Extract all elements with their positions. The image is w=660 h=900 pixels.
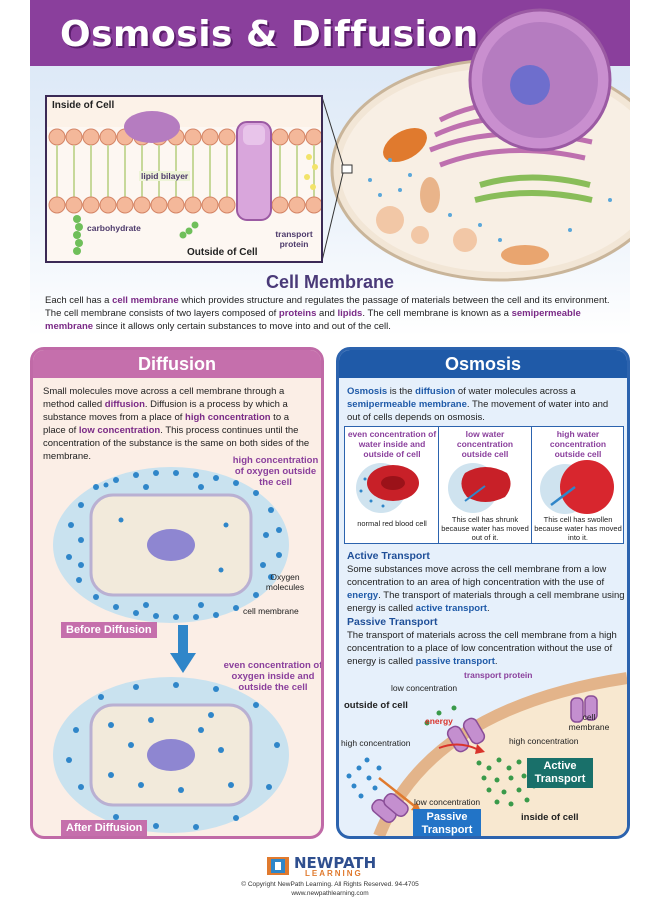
- before-diffusion-cell: [53, 467, 289, 623]
- lipid-bilayer-diagram: [47, 97, 321, 255]
- inside-of-cell-label-2: inside of cell: [521, 812, 579, 823]
- cell-illustration: [330, 8, 630, 282]
- diffusion-heading: Diffusion: [33, 350, 321, 378]
- text-run: to a place of: [43, 412, 290, 436]
- osmosis-cells-table: even concentration of water inside and o…: [344, 426, 624, 544]
- text-run: is the: [387, 386, 416, 397]
- logo-mark-icon: [267, 857, 289, 875]
- outside-of-cell-label: Outside of Cell: [187, 247, 258, 258]
- text-run: Some substances move across the cell mem…: [347, 564, 607, 588]
- before-diffusion-tag: Before Diffusion: [61, 622, 157, 638]
- divider: [438, 427, 439, 543]
- passive-transport-heading: Passive Transport: [347, 616, 438, 628]
- membrane-inset: Inside of Cell lipid bilayer carbohydrat…: [45, 95, 323, 263]
- active-transport-heading: Active Transport: [347, 550, 430, 562]
- text-run: . Diffusion is a process by which a subs…: [43, 399, 288, 423]
- high-oxygen-label: high concentration of oxygen outside the…: [232, 455, 319, 488]
- term-high-concentration: high concentration: [185, 412, 271, 423]
- outside-of-cell-label-2: outside of cell: [344, 700, 408, 711]
- text-run: .: [494, 656, 498, 667]
- col3-caption: This cell has swollen because water has …: [534, 515, 622, 542]
- term-diffusion: diffusion: [415, 386, 456, 397]
- after-diffusion-tag: After Diffusion: [61, 820, 148, 836]
- low-concentration-label-1: low concentration: [391, 683, 458, 693]
- text-run: The cell membrane consists of two layers…: [45, 308, 279, 319]
- col2-heading: low water concentration outside cell: [456, 429, 514, 459]
- text-run: which provides structure and regulates t…: [178, 295, 610, 306]
- term-diffusion: diffusion: [104, 399, 145, 410]
- diffusion-panel: Diffusion Small molecules move across a …: [30, 347, 324, 839]
- energy-label: energy: [425, 716, 453, 726]
- inside-of-cell-label: Inside of Cell: [52, 100, 115, 111]
- even-oxygen-label: even concentration of oxygen inside and …: [223, 660, 323, 693]
- zoom-pointer: [321, 96, 344, 262]
- col2-caption: This cell has shrunk because water has m…: [441, 515, 529, 542]
- cell-membrane-heading: Cell Membrane: [265, 272, 395, 292]
- col1-caption: normal red blood cell: [357, 519, 427, 528]
- col3-heading: high water concentration outside cell: [549, 429, 607, 459]
- low-concentration-label-2: low concentration: [414, 797, 481, 807]
- osmosis-panel: Osmosis Osmosis is the diffusion of wate…: [336, 347, 630, 839]
- diffusion-text: Small molecules move across a cell membr…: [43, 385, 313, 463]
- text-run: . The movement of water into and out of …: [347, 399, 609, 423]
- term-cell-membrane: cell membrane: [112, 295, 179, 306]
- term-energy: energy: [347, 590, 379, 601]
- text-run: and: [316, 308, 338, 319]
- term-semipermeable: semipermeable membrane: [45, 308, 581, 332]
- active-transport-text: Some substances move across the cell mem…: [347, 563, 625, 615]
- text-run: . The cell membrane is known as a: [362, 308, 512, 319]
- text-run: The transport of materials across the ce…: [347, 630, 617, 667]
- cell-membrane-label: cell membrane: [243, 606, 299, 616]
- lipid-bilayer-label: lipid bilayer: [139, 171, 191, 181]
- text-run: Each cell has a: [45, 295, 113, 306]
- divider: [531, 427, 532, 543]
- transport-diagram: [346, 672, 627, 836]
- page-title: Osmosis & Diffusion: [60, 14, 479, 55]
- text-run: of water molecules across a: [455, 386, 576, 397]
- term-osmosis: Osmosis: [347, 386, 388, 397]
- high-concentration-label-1: high concentration: [341, 738, 411, 748]
- term-lipids: lipids: [337, 308, 363, 319]
- term-semipermeable: semipermeable membrane: [347, 399, 467, 410]
- text-run: .: [486, 603, 490, 614]
- down-arrow-icon: [170, 625, 196, 673]
- osmosis-heading: Osmosis: [339, 350, 627, 378]
- swollen-rbc: [540, 460, 614, 514]
- oxygen-molecules-label: Oxygen molecules: [265, 572, 305, 592]
- text-run: Small molecules move across a cell membr…: [43, 386, 285, 410]
- transport-protein-label-2: transport protein: [464, 670, 533, 680]
- passive-transport-text: The transport of materials across the ce…: [347, 629, 625, 668]
- term-active-transport: active transport: [415, 603, 487, 614]
- high-concentration-label-2: high concentration: [509, 736, 579, 746]
- transport-protein-label: transport protein: [275, 229, 313, 249]
- carbohydrate-label: carbohydrate: [87, 223, 141, 233]
- website-url: www.newpathlearning.com: [291, 890, 369, 897]
- passive-transport-tag: Passive Transport: [413, 809, 481, 836]
- shrunk-rbc: [448, 463, 511, 513]
- normal-rbc: [356, 463, 419, 513]
- active-transport-tag: Active Transport: [527, 758, 593, 788]
- logo-learning: LEARNING: [305, 869, 363, 878]
- logo-newpath: NEWPATH: [294, 854, 377, 872]
- term-passive-transport: passive transport: [415, 656, 495, 667]
- after-diffusion-cell: [53, 677, 289, 833]
- text-run: since it allows only certain substances …: [93, 321, 391, 332]
- cell-membrane-text: Each cell has a cell membrane which prov…: [45, 294, 625, 333]
- cell-membrane-label-2: cell membrane: [568, 712, 610, 732]
- col1-heading: even concentration of water inside and o…: [347, 429, 437, 459]
- term-proteins: proteins: [278, 308, 317, 319]
- newpath-logo: NEWPATH LEARNING: [265, 853, 395, 879]
- term-low-concentration: low concentration: [78, 425, 161, 436]
- text-run: . The transport of materials through a c…: [347, 590, 625, 614]
- copyright-text: © Copyright NewPath Learning. All Rights…: [241, 881, 419, 888]
- osmosis-text: Osmosis is the diffusion of water molecu…: [347, 385, 619, 424]
- text-run: . This process continues until the conce…: [43, 425, 310, 462]
